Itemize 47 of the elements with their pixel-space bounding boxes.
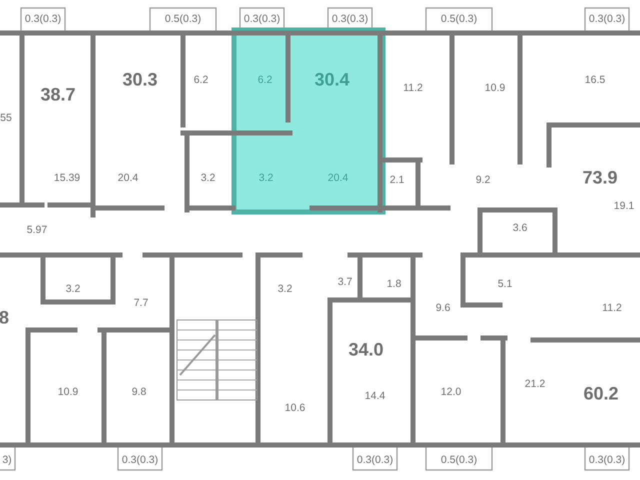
room-area-label: 19.1	[614, 200, 634, 212]
balcony-area-label: 0.3(0.3)	[244, 13, 280, 25]
room-area-label: 10.9	[58, 386, 78, 398]
room-area-label: 11.2	[403, 82, 423, 94]
room-area-label: 6.2	[258, 74, 272, 86]
room-area-label: 15.39	[54, 172, 80, 184]
room-area-label: 1.8	[386, 278, 402, 290]
apartment-area-label: 30.4	[314, 70, 350, 90]
room-area-label: 55	[0, 112, 12, 124]
room-area-label: 12.0	[440, 386, 462, 398]
room-area-label: 9.2	[476, 174, 490, 186]
room-area-label: 21.2	[524, 378, 546, 390]
room-area-label: 10.9	[484, 82, 506, 94]
balcony-area-label: 0.5(0.3)	[440, 13, 478, 25]
room-area-label: 7.7	[134, 297, 148, 309]
room-area-label: 2.1	[390, 174, 404, 186]
room-area-label: 3.7	[338, 276, 352, 288]
room-area-label: 3.2	[200, 172, 216, 184]
balcony-area-label: 0.3(0.3)	[356, 454, 394, 466]
room-area-label: 11.2	[602, 302, 622, 314]
balcony-area-label: 0.3(0.3)	[24, 13, 62, 25]
room-area-label: 3.6	[512, 222, 528, 234]
balcony-area-label: 0.5(0.3)	[164, 13, 202, 25]
apartment-area-label: 30.3	[122, 70, 158, 90]
room-area-label: 3.2	[278, 283, 292, 295]
balcony-area-label: 3)	[2, 454, 12, 466]
apartment-area-label: 34.0	[348, 340, 384, 360]
room-area-label: 16.5	[584, 74, 606, 86]
room-area-label: 5.97	[26, 224, 48, 236]
room-area-label: 9.6	[436, 302, 450, 314]
apartment-area-label: 38.7	[40, 84, 76, 106]
room-area-label: 9.8	[132, 386, 146, 398]
room-area-label: 3.2	[66, 283, 80, 295]
room-area-label: 5.1	[498, 278, 512, 290]
balcony-area-label: 0.3(0.3)	[588, 13, 626, 25]
balcony-area-label: 0.3(0.3)	[332, 13, 368, 25]
room-area-label: 10.6	[284, 402, 306, 414]
balcony-area-label: 0.3(0.3)	[588, 454, 626, 466]
balcony-area-label: 0.3(0.3)	[122, 454, 158, 466]
room-area-label: 20.4	[328, 172, 348, 184]
apartment-area-label: 73.9	[582, 168, 618, 188]
balcony-area-label: 0.5(0.3)	[440, 454, 478, 466]
room-area-label: 14.4	[364, 390, 386, 402]
room-area-label: 3.2	[258, 172, 274, 184]
apartment-area-label: 60.2	[583, 384, 619, 404]
room-area-label: 6.2	[194, 74, 208, 86]
room-area-label: 20.4	[118, 172, 138, 184]
